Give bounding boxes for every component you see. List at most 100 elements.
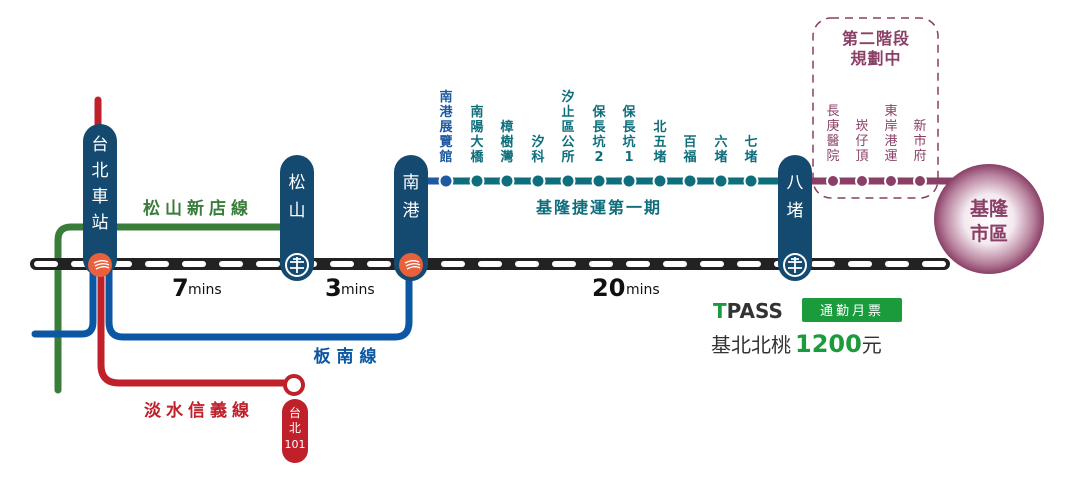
rail-dash <box>219 261 243 267</box>
songshan-xindian-label: 松山新店線 <box>143 198 253 219</box>
phase2-station-label: 運 <box>884 149 897 164</box>
phase2-station-label: 市 <box>913 133 926 149</box>
lrt-station-label: 堵 <box>744 149 757 165</box>
phase2-title-2: 規劃中 <box>850 49 901 68</box>
rail-dash <box>700 261 724 267</box>
lrt-station-label: 百 <box>683 135 696 150</box>
svg-text:20: 20 <box>592 274 625 302</box>
station-badu[interactable] <box>778 155 812 281</box>
keelung-label-2: 市區 <box>970 222 1008 245</box>
lrt-station-label: 長 <box>622 120 636 135</box>
lrt-station-label: 七 <box>744 135 757 150</box>
station-label-char: 站 <box>92 213 109 233</box>
lrt-station-label: 館 <box>439 149 452 165</box>
phase2-title-1: 第二階段 <box>842 29 910 48</box>
rail-dash <box>885 261 909 267</box>
lrt-station[interactable]: 六堵 <box>713 134 729 189</box>
travel-time-3: 20 mins <box>592 274 660 302</box>
tamsui-xinyi-label: 淡水信義線 <box>144 400 254 421</box>
svg-text:mins: mins <box>626 282 660 298</box>
lrt-station[interactable]: 七堵 <box>743 135 759 189</box>
station-label-char: 堵 <box>787 201 804 221</box>
phase2-station-label: 庚 <box>826 118 839 134</box>
svg-text:mins: mins <box>188 282 222 298</box>
rail-dash <box>441 261 465 267</box>
keelung-city-circle[interactable] <box>934 164 1044 274</box>
lrt-station-label: 橋 <box>470 149 484 165</box>
tpass-badge-label: 通勤月票 <box>820 304 884 319</box>
songshan-xindian-line <box>54 223 294 394</box>
phase2-station-label: 醫 <box>826 134 839 149</box>
lrt-station-label: 堵 <box>714 149 727 165</box>
station-songshan[interactable] <box>280 155 314 281</box>
lrt-station-label: 覽 <box>439 134 452 150</box>
bannan-line <box>31 264 413 341</box>
lrt-station-label: 港 <box>439 104 453 120</box>
lrt-station-label: 汐 <box>561 89 574 105</box>
lrt-station-label: 六 <box>714 134 727 150</box>
lrt-station[interactable]: 百福 <box>682 135 698 189</box>
lrt-station-label: 大 <box>470 134 483 150</box>
lrt-station-label: 樟 <box>500 119 513 135</box>
lrt-station-label: 福 <box>682 149 696 165</box>
station-label-char: 南 <box>403 173 420 193</box>
taipei101-label-1: 台 <box>289 405 301 420</box>
phase2-station-label: 港 <box>884 134 897 149</box>
phase2-station-label: 新 <box>913 118 926 134</box>
svg-text:3: 3 <box>325 274 342 302</box>
rail-dash <box>663 261 687 267</box>
svg-text:mins: mins <box>341 282 375 298</box>
lrt-station-label: 公 <box>561 135 574 150</box>
phase2-station-label: 東 <box>884 103 897 119</box>
hsr-icon <box>399 253 423 277</box>
phase2-station-label: 頂 <box>855 149 868 164</box>
station-label-char: 松 <box>289 173 306 193</box>
station-nangang[interactable] <box>394 155 428 281</box>
lrt-station-label: 坑 <box>592 134 605 150</box>
phase2-station-label: 府 <box>913 149 926 164</box>
lrt-station-label: 汐 <box>531 134 544 150</box>
lrt-station-label: 保 <box>621 104 636 120</box>
lrt-station-label: 北 <box>653 120 666 135</box>
tra-icon <box>285 253 309 277</box>
station-label-char: 港 <box>403 201 420 221</box>
phase2-station[interactable]: 崁仔頂 <box>855 119 869 188</box>
svg-text:7: 7 <box>172 274 189 302</box>
phase2-station-label: 岸 <box>884 119 897 134</box>
station-taipei-101[interactable]: 台 北 101 <box>282 374 308 463</box>
tpass-badge <box>802 298 902 322</box>
rail-dash <box>737 261 761 267</box>
rail-dash <box>811 261 835 267</box>
lrt-station[interactable]: 北五堵 <box>652 120 668 189</box>
tpass-brand: TPASS <box>713 299 783 323</box>
lrt-station-label: 所 <box>561 149 574 165</box>
lrt-station[interactable]: 汐科 <box>530 134 546 189</box>
taipei101-number: 101 <box>285 438 306 451</box>
phase2-station-label: 長 <box>826 104 839 119</box>
lrt-station-label: 樹 <box>500 134 513 150</box>
station-taipei-main[interactable] <box>83 124 117 276</box>
tamsui-xinyi-line <box>94 96 296 387</box>
lrt-station-label: 坑 <box>622 134 635 150</box>
lrt-station-label: 區 <box>561 120 574 135</box>
keelung-label-1: 基隆 <box>969 197 1009 220</box>
rail-dash <box>589 261 613 267</box>
railway-track <box>30 258 950 270</box>
phase2-station[interactable]: 新市府 <box>913 118 927 188</box>
keelung-lrt-label: 基隆捷運第一期 <box>535 198 662 217</box>
hsr-icon <box>88 253 112 277</box>
station-label-char: 台 <box>92 135 109 155</box>
lrt-station[interactable]: 樟樹灣 <box>499 119 515 189</box>
lrt-station-label: 止 <box>561 104 574 120</box>
lrt-station-label: 南 <box>470 104 483 120</box>
rail-dash <box>848 261 872 267</box>
lrt-station-label: 南 <box>439 89 452 105</box>
